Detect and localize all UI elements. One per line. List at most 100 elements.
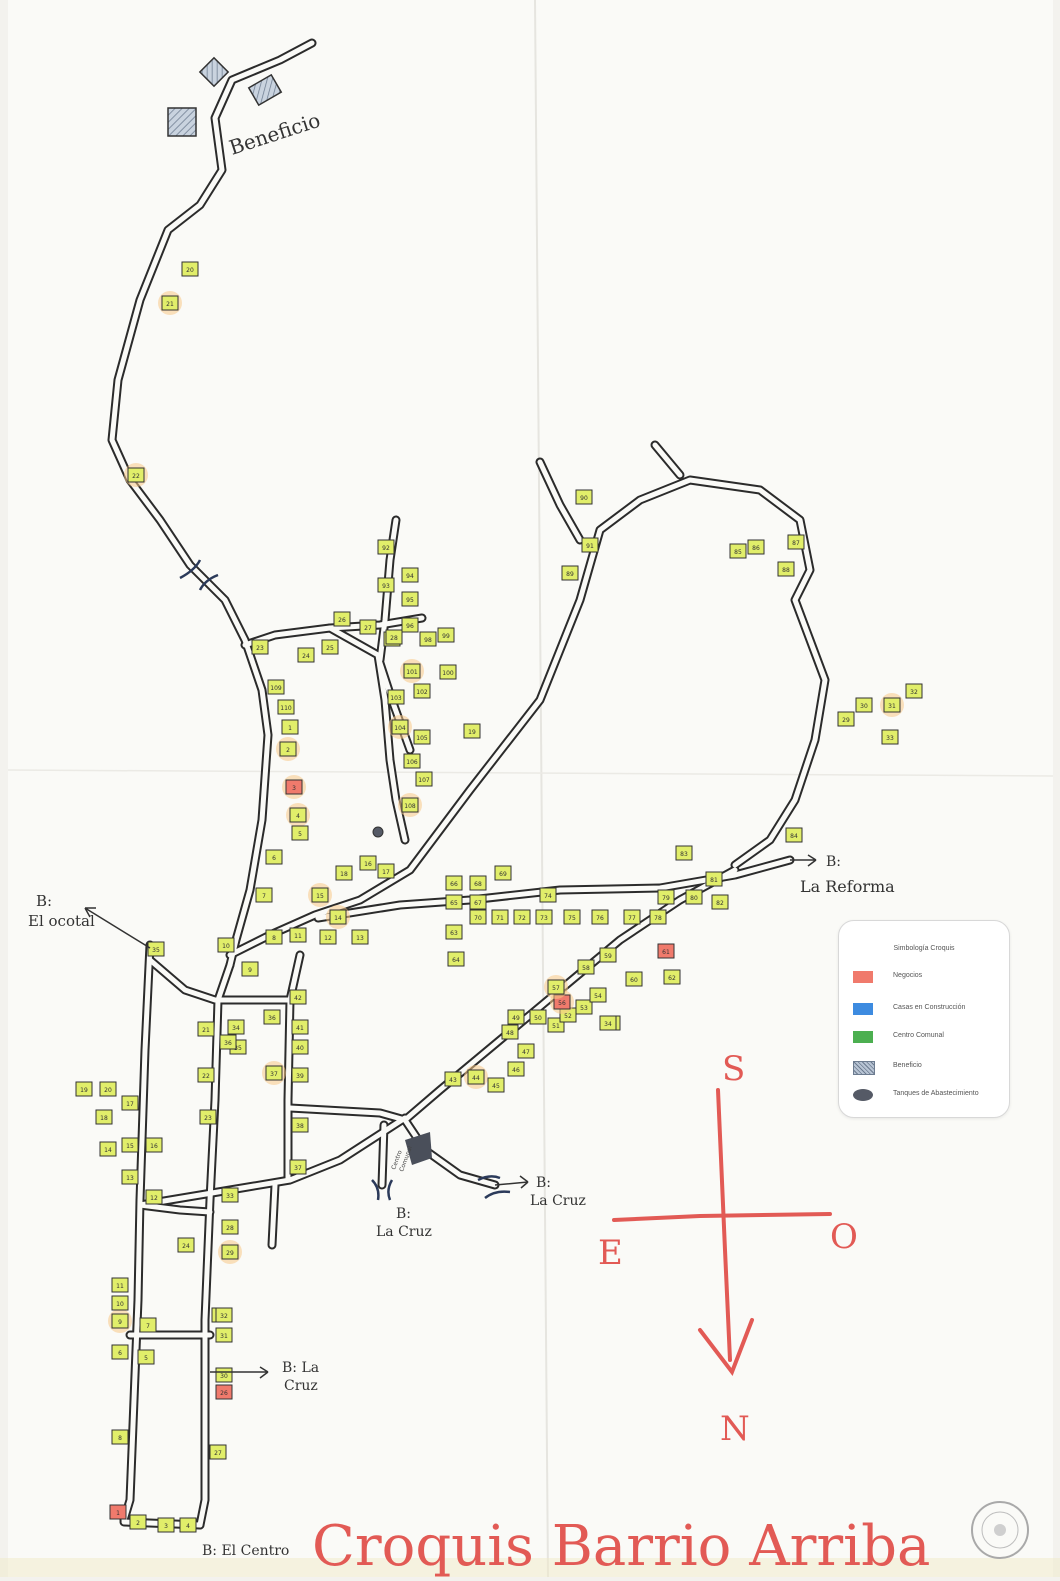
house-marker: 87: [787, 534, 805, 550]
house-marker: 100: [439, 664, 457, 680]
house-marker: 7: [139, 1317, 157, 1333]
house-square: [251, 639, 269, 655]
house-marker: 76: [591, 909, 609, 925]
house-number: 8: [272, 935, 276, 942]
house-marker: 66: [445, 875, 463, 891]
house-marker: 103: [387, 689, 405, 705]
house-marker: 94: [401, 567, 419, 583]
house-square: [181, 261, 199, 277]
business-swatch-icon: [853, 971, 873, 983]
house-square: [129, 1514, 147, 1530]
house-square: [401, 617, 419, 633]
house-square: [657, 889, 675, 905]
house-marker: 92: [377, 539, 395, 555]
house-number: 44: [472, 1075, 480, 1082]
lacruz-center-name: La Cruz: [376, 1224, 432, 1240]
house-marker: 5: [291, 825, 309, 841]
house-marker: 39: [291, 1067, 309, 1083]
house-square: [391, 719, 409, 735]
house-marker: 6: [111, 1344, 129, 1360]
house-marker: 10: [111, 1295, 129, 1311]
house-marker: 26: [333, 611, 351, 627]
house-square: [469, 894, 487, 910]
house-square: [137, 1349, 155, 1365]
legend-label: Negocios: [893, 972, 923, 979]
house-number: 20: [104, 1087, 112, 1094]
house-number: 58: [582, 965, 590, 972]
house-square: [625, 971, 643, 987]
house-square: [289, 1159, 307, 1175]
house-square: [145, 1137, 163, 1153]
house-square: [855, 697, 873, 713]
house-square: [589, 987, 607, 1003]
house-square: [333, 611, 351, 627]
house-square: [329, 909, 347, 925]
house-marker: 104: [388, 715, 412, 739]
house-square: [265, 849, 283, 865]
house-marker: 61: [657, 943, 675, 959]
house-square: [444, 1071, 462, 1087]
house-number: 62: [668, 975, 676, 982]
house-number: 29: [226, 1250, 234, 1257]
house-number: 45: [492, 1083, 500, 1090]
water-tank-icon: [372, 826, 384, 838]
house-number: 50: [534, 1015, 542, 1022]
house-square: [277, 699, 295, 715]
house-number: 87: [792, 540, 800, 547]
house-number: 39: [296, 1073, 304, 1080]
house-square: [291, 825, 309, 841]
house-square: [547, 979, 565, 995]
house-number: 1: [288, 725, 292, 732]
house-number: 29: [842, 717, 850, 724]
house-number: 53: [580, 1005, 588, 1012]
lacruz-right-prefix: B:: [536, 1175, 551, 1191]
house-marker: 42: [289, 989, 307, 1005]
house-square: [111, 1344, 129, 1360]
house-marker: 31: [880, 693, 904, 717]
house-number: 23: [204, 1115, 212, 1122]
house-number: 57: [552, 985, 560, 992]
house-number: 32: [220, 1313, 228, 1320]
map-title: Croquis Barrio Arriba: [312, 1514, 930, 1577]
house-number: 22: [132, 473, 140, 480]
house-marker: 36: [263, 1009, 281, 1025]
house-number: 18: [100, 1115, 108, 1122]
house-number: 1: [116, 1510, 120, 1517]
house-marker: 49: [507, 1009, 525, 1025]
house-marker: 96: [401, 617, 419, 633]
house-marker: 73: [535, 909, 553, 925]
house-marker: 4: [179, 1517, 197, 1533]
house-square: [265, 929, 283, 945]
house-marker: 45: [487, 1077, 505, 1093]
house-marker: 18: [95, 1109, 113, 1125]
house-square: [447, 951, 465, 967]
house-marker: 101: [400, 659, 424, 683]
house-marker: 85: [729, 543, 747, 559]
house-number: 78: [654, 915, 662, 922]
house-marker: 38: [291, 1117, 309, 1133]
house-square: [291, 1019, 309, 1035]
house-number: 14: [104, 1147, 112, 1154]
house-square: [197, 1067, 215, 1083]
house-number: 11: [294, 933, 302, 940]
house-square: [121, 1169, 139, 1185]
house-number: 34: [232, 1025, 240, 1032]
house-number: 17: [382, 869, 390, 876]
house-marker: 58: [577, 959, 595, 975]
house-square: [415, 771, 433, 787]
house-marker: 98: [419, 631, 437, 647]
house-number: 7: [146, 1323, 150, 1330]
house-marker: 15: [308, 883, 332, 907]
house-number: 61: [662, 949, 670, 956]
house-number: 40: [296, 1045, 304, 1052]
house-marker: 64: [447, 951, 465, 967]
house-marker: 30: [215, 1367, 233, 1383]
house-marker: 22: [197, 1067, 215, 1083]
ocotal-prefix: B:: [36, 892, 52, 910]
house-marker: 78: [649, 909, 667, 925]
lacruz-bottom-line1: B: La: [282, 1360, 319, 1376]
legend-label: Tanques de Abastecimiento: [893, 1090, 979, 1097]
house-marker: 74: [539, 887, 557, 903]
compass-east: E: [598, 1233, 623, 1273]
